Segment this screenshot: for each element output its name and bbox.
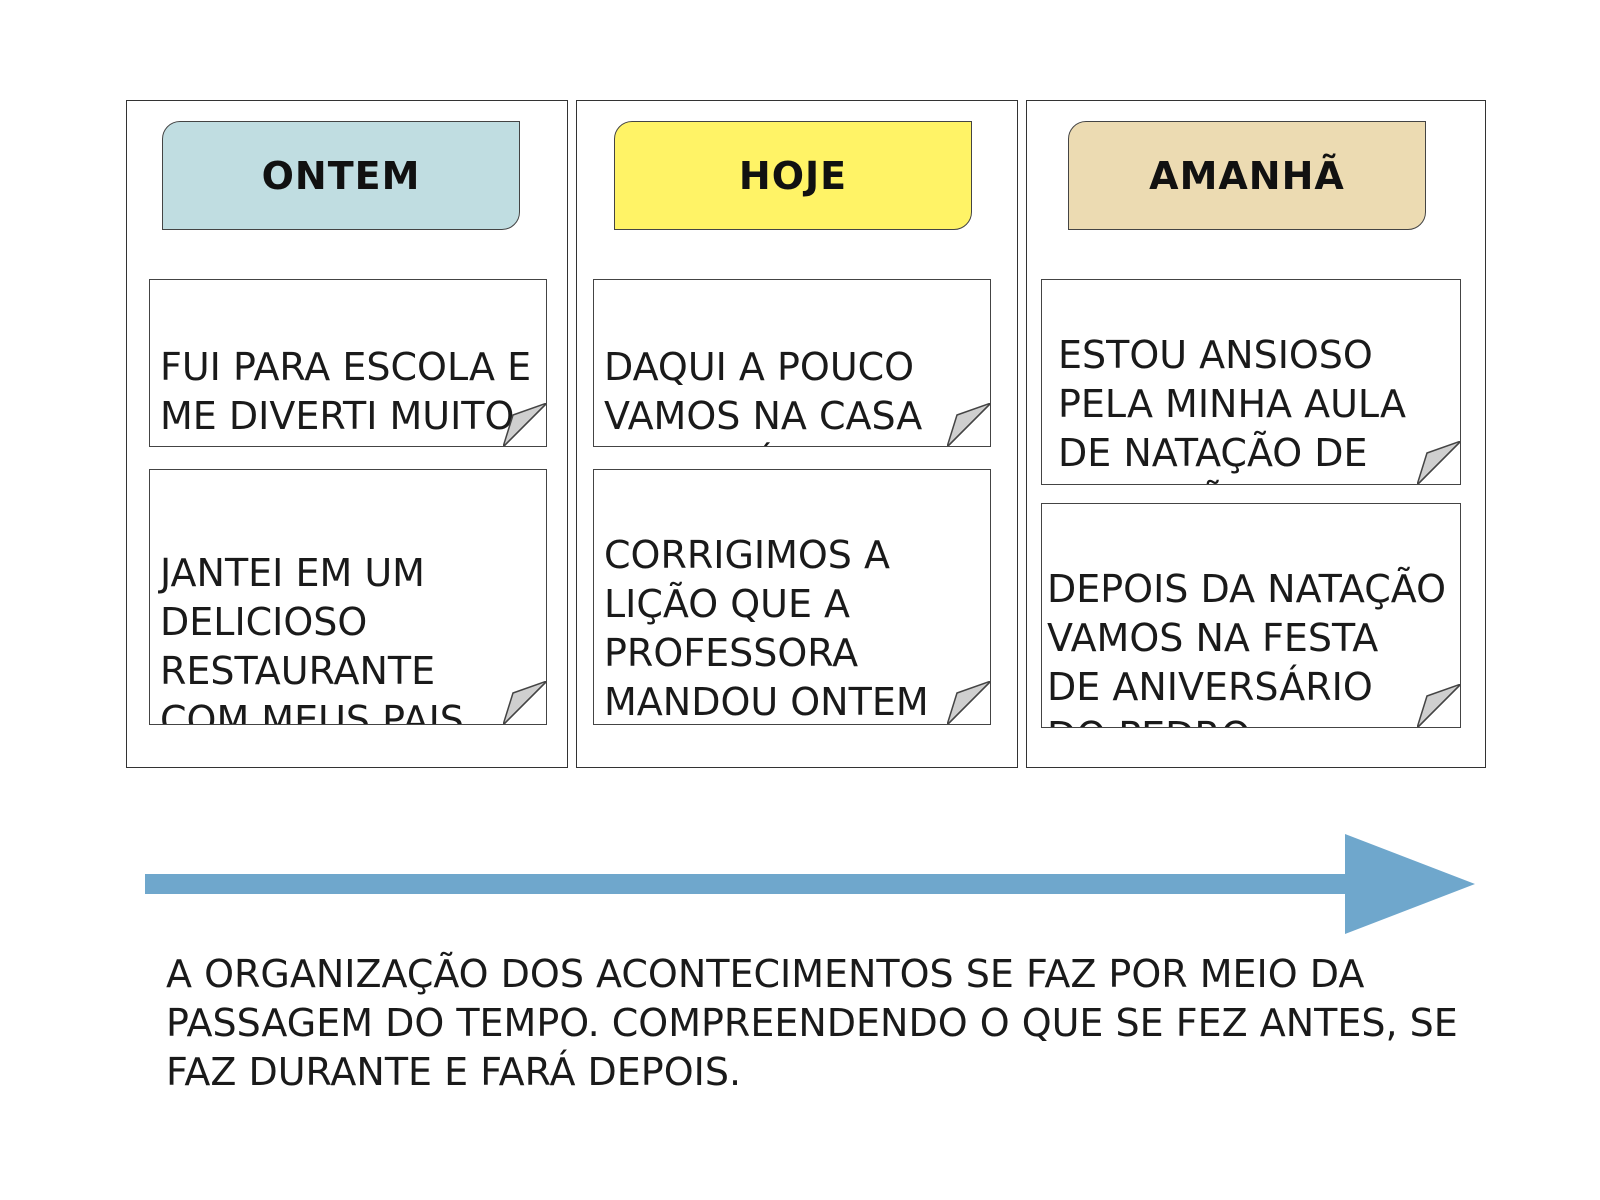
note-text: JANTEI EM UM DELICIOSO RESTAURANTE COM M… [160, 551, 477, 725]
column-ontem: ONTEM FUI PARA ESCOLA E ME DIVERTI MUITO… [126, 100, 568, 768]
page-curl-icon [947, 681, 990, 724]
note-text: ESTOU ANSIOSO PELA MINHA AULA DE NATAÇÃO… [1058, 333, 1406, 484]
heading-ontem: ONTEM [162, 121, 520, 230]
page-curl-icon [1417, 684, 1460, 727]
column-hoje: HOJE DAQUI A POUCO VAMOS NA CASA DA VOVÓ… [576, 100, 1018, 768]
note-text: DEPOIS DA NATAÇÃO VAMOS NA FESTA DE ANIV… [1047, 567, 1446, 727]
note-card: DAQUI A POUCO VAMOS NA CASA DA VOVÓ. [593, 279, 991, 447]
note-card: JANTEI EM UM DELICIOSO RESTAURANTE COM M… [149, 469, 547, 725]
heading-amanha: AMANHÃ [1068, 121, 1426, 230]
page-curl-icon [947, 403, 990, 446]
note-text: DAQUI A POUCO VAMOS NA CASA DA VOVÓ. [604, 345, 923, 446]
note-card: FUI PARA ESCOLA E ME DIVERTI MUITO. [149, 279, 547, 447]
note-card: DEPOIS DA NATAÇÃO VAMOS NA FESTA DE ANIV… [1041, 503, 1461, 728]
page-curl-icon [503, 403, 546, 446]
heading-hoje: HOJE [614, 121, 972, 230]
page-curl-icon [503, 681, 546, 724]
caption-text: A ORGANIZAÇÃO DOS ACONTECIMENTOS SE FAZ … [166, 952, 1458, 1094]
column-amanha: AMANHÃ ESTOU ANSIOSO PELA MINHA AULA DE … [1026, 100, 1486, 768]
arrow-shaft [145, 874, 1345, 894]
note-text: CORRIGIMOS A LIÇÃO QUE A PROFESSORA MAND… [604, 533, 929, 724]
note-card: CORRIGIMOS A LIÇÃO QUE A PROFESSORA MAND… [593, 469, 991, 725]
timeline-arrow-icon [145, 834, 1475, 934]
note-text: FUI PARA ESCOLA E ME DIVERTI MUITO. [160, 345, 532, 438]
note-card: ESTOU ANSIOSO PELA MINHA AULA DE NATAÇÃO… [1041, 279, 1461, 485]
page-curl-icon [1417, 441, 1460, 484]
arrow-head [1345, 834, 1475, 934]
